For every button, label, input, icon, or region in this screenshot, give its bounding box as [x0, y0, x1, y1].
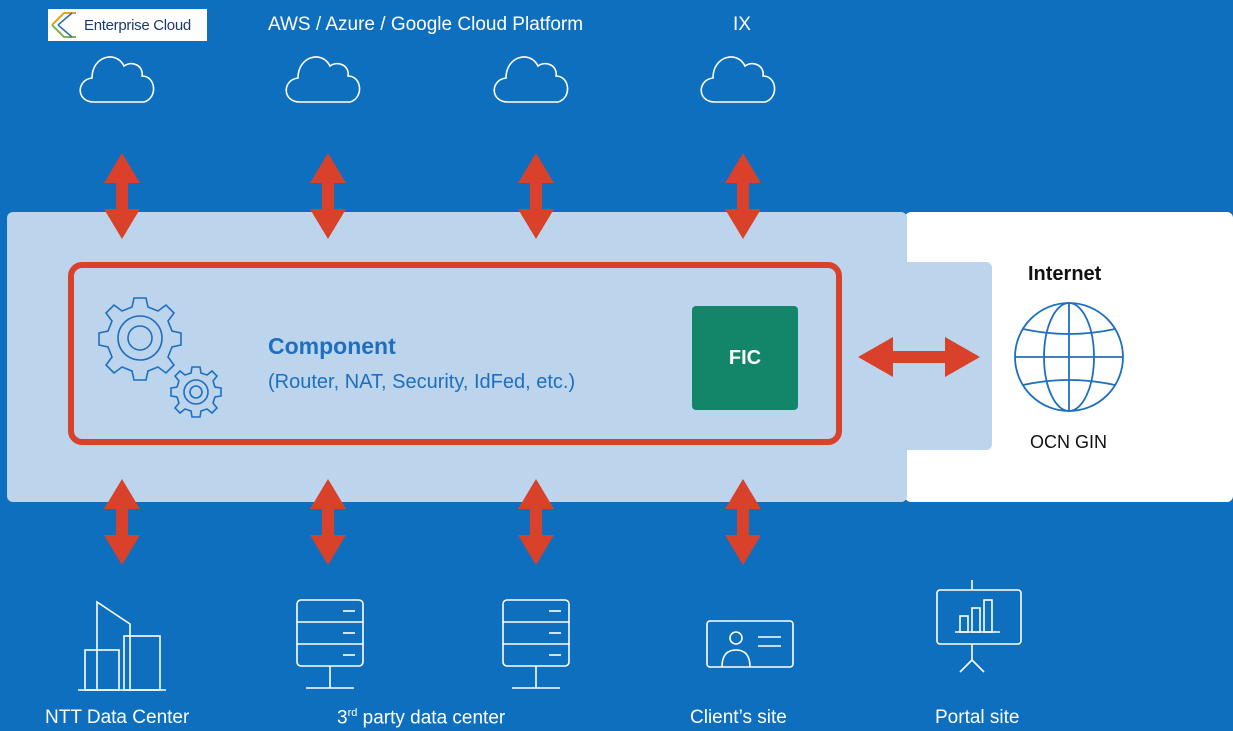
fic-label: FIC — [728, 346, 762, 369]
arrow-top-3 — [518, 153, 554, 239]
aws-azure-gcp-label: AWS / Azure / Google Cloud Platform — [268, 14, 584, 35]
ix-cloud-icon — [700, 56, 776, 103]
component-title: Component — [268, 333, 396, 359]
ocn-gin-label: OCN GIN — [1030, 432, 1108, 452]
public-cloud-icon-2 — [493, 56, 569, 103]
ntt-data-center-label: NTT Data Center — [45, 707, 190, 728]
arrow-bottom-1 — [104, 479, 140, 565]
fic-box: FIC — [692, 306, 798, 410]
arrow-bottom-3 — [518, 479, 554, 565]
server-icon-2 — [502, 599, 570, 689]
presentation-board-icon — [936, 580, 1022, 673]
third-party-data-center-label: 3rd party data center — [337, 707, 506, 729]
logo-text: Enterprise Cloud — [84, 16, 191, 34]
component-box — [68, 262, 842, 445]
portal-site-label: Portal site — [935, 707, 1020, 728]
globe-icon — [1014, 302, 1124, 412]
arrow-top-1 — [104, 153, 140, 239]
public-cloud-icon — [285, 56, 361, 103]
gears-icon — [98, 297, 222, 418]
internet-title: Internet — [1028, 263, 1102, 285]
clients-site-label: Client’s site — [690, 707, 787, 728]
ix-label: IX — [733, 14, 751, 35]
server-icon — [296, 599, 364, 689]
enterprise-cloud-logo: Enterprise Cloud — [48, 9, 207, 41]
enterprise-cloud-icon — [79, 56, 155, 103]
id-card-icon — [706, 620, 794, 668]
component-subtitle: (Router, NAT, Security, IdFed, etc.) — [268, 371, 576, 393]
arrow-top-4 — [725, 153, 761, 239]
enterprise-cloud-logo-icon — [51, 12, 76, 38]
arrow-bottom-2 — [310, 479, 346, 565]
arrow-internet — [858, 337, 980, 377]
arrow-top-2 — [310, 153, 346, 239]
arrow-bottom-4 — [725, 479, 761, 565]
building-icon — [78, 600, 166, 691]
